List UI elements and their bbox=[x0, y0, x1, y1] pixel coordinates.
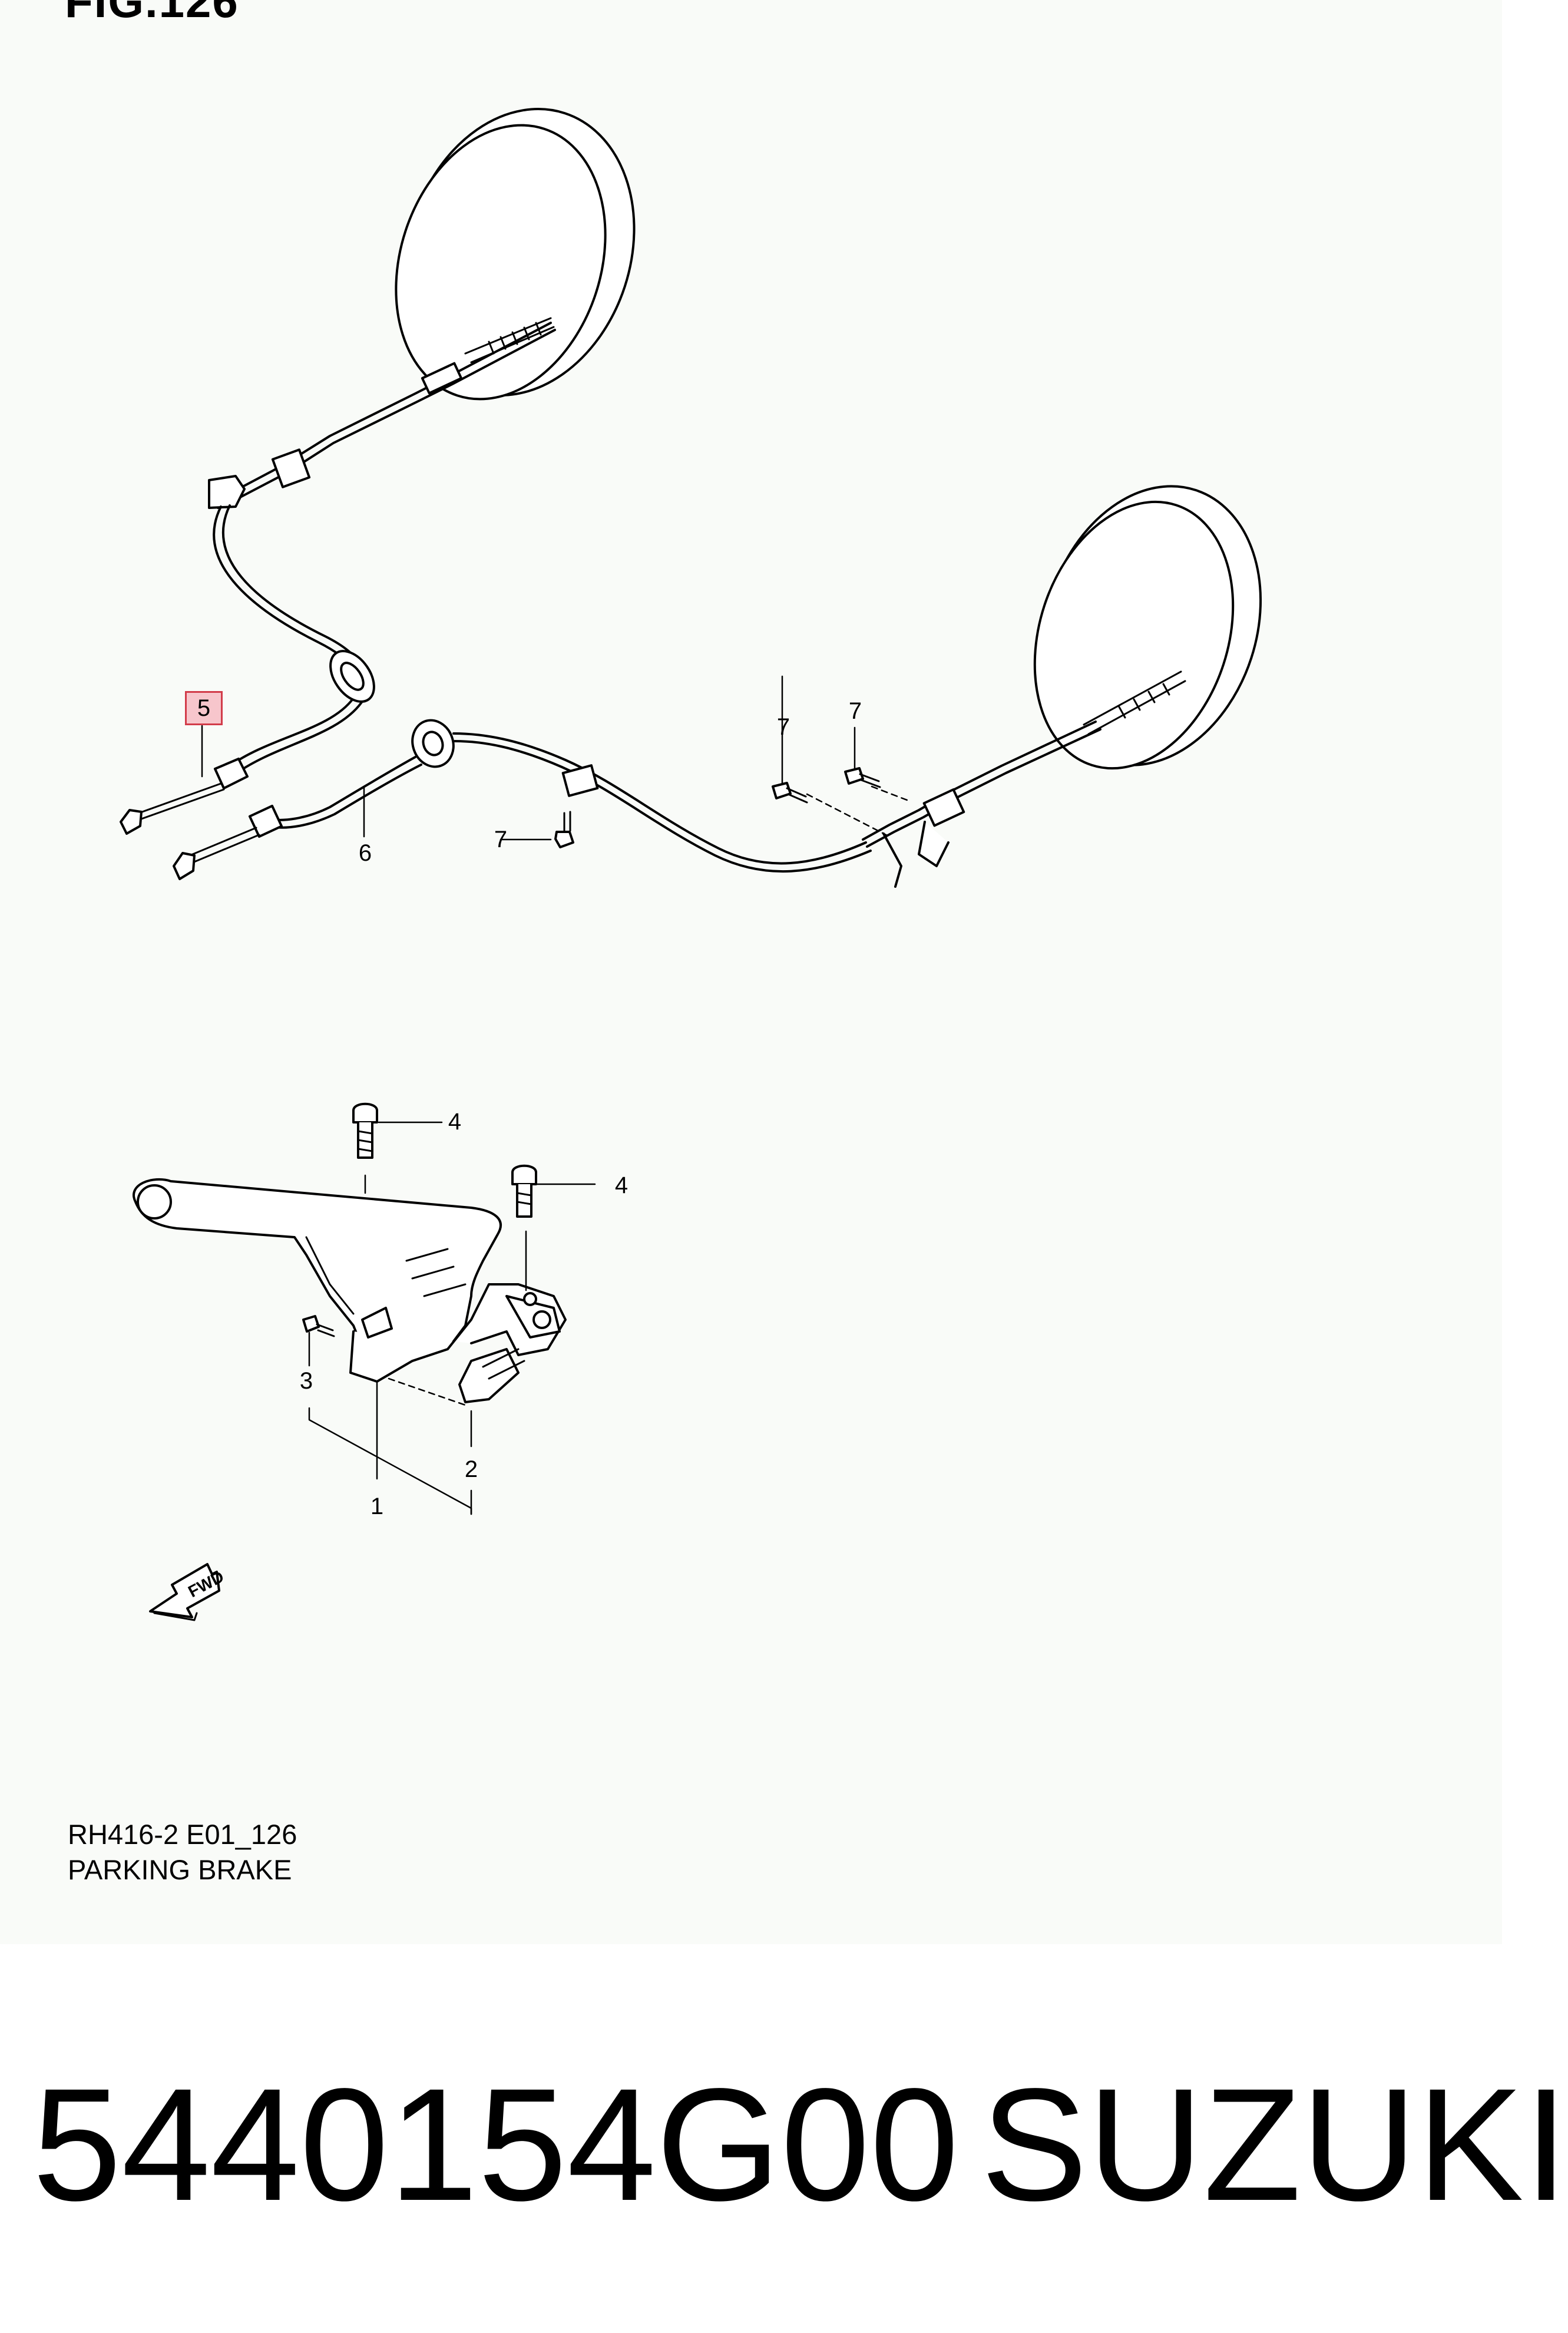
bolts-7 bbox=[554, 767, 881, 848]
figure-title: FIG.126 bbox=[65, 0, 239, 27]
brand-name: SUZUKI bbox=[981, 2055, 1568, 2234]
callout-3[interactable]: 3 bbox=[299, 1368, 313, 1394]
right-brake-drum bbox=[1033, 485, 1262, 770]
left-cable-5 bbox=[120, 317, 556, 835]
figure-code: RH416-2 E01_126 bbox=[68, 1819, 297, 1850]
left-brake-drum bbox=[395, 108, 636, 401]
diagram-panel: FIG.126 bbox=[65, 0, 1262, 1885]
part-number: 5440154G00 bbox=[32, 2055, 960, 2234]
callout-5[interactable]: 5 bbox=[185, 691, 223, 725]
handbrake-lever-assembly bbox=[133, 1102, 567, 1403]
callout-4[interactable]: 4 bbox=[448, 1109, 462, 1135]
parking-brake-exploded-view: FWD bbox=[120, 108, 1262, 1621]
right-cable-6 bbox=[173, 670, 1186, 888]
callout-7[interactable]: 7 bbox=[776, 714, 790, 740]
callout-2[interactable]: 2 bbox=[464, 1456, 478, 1482]
callout-7[interactable]: 7 bbox=[848, 698, 862, 724]
callout-7[interactable]: 7 bbox=[494, 827, 508, 852]
figure-name: PARKING BRAKE bbox=[68, 1854, 292, 1885]
callout-6[interactable]: 6 bbox=[358, 840, 372, 866]
fwd-arrow: FWD bbox=[149, 1563, 227, 1621]
callout-4[interactable]: 4 bbox=[614, 1172, 628, 1198]
callout-1[interactable]: 1 bbox=[370, 1493, 384, 1519]
leaders-bottom bbox=[308, 1121, 596, 1515]
leaders-top bbox=[201, 675, 911, 841]
